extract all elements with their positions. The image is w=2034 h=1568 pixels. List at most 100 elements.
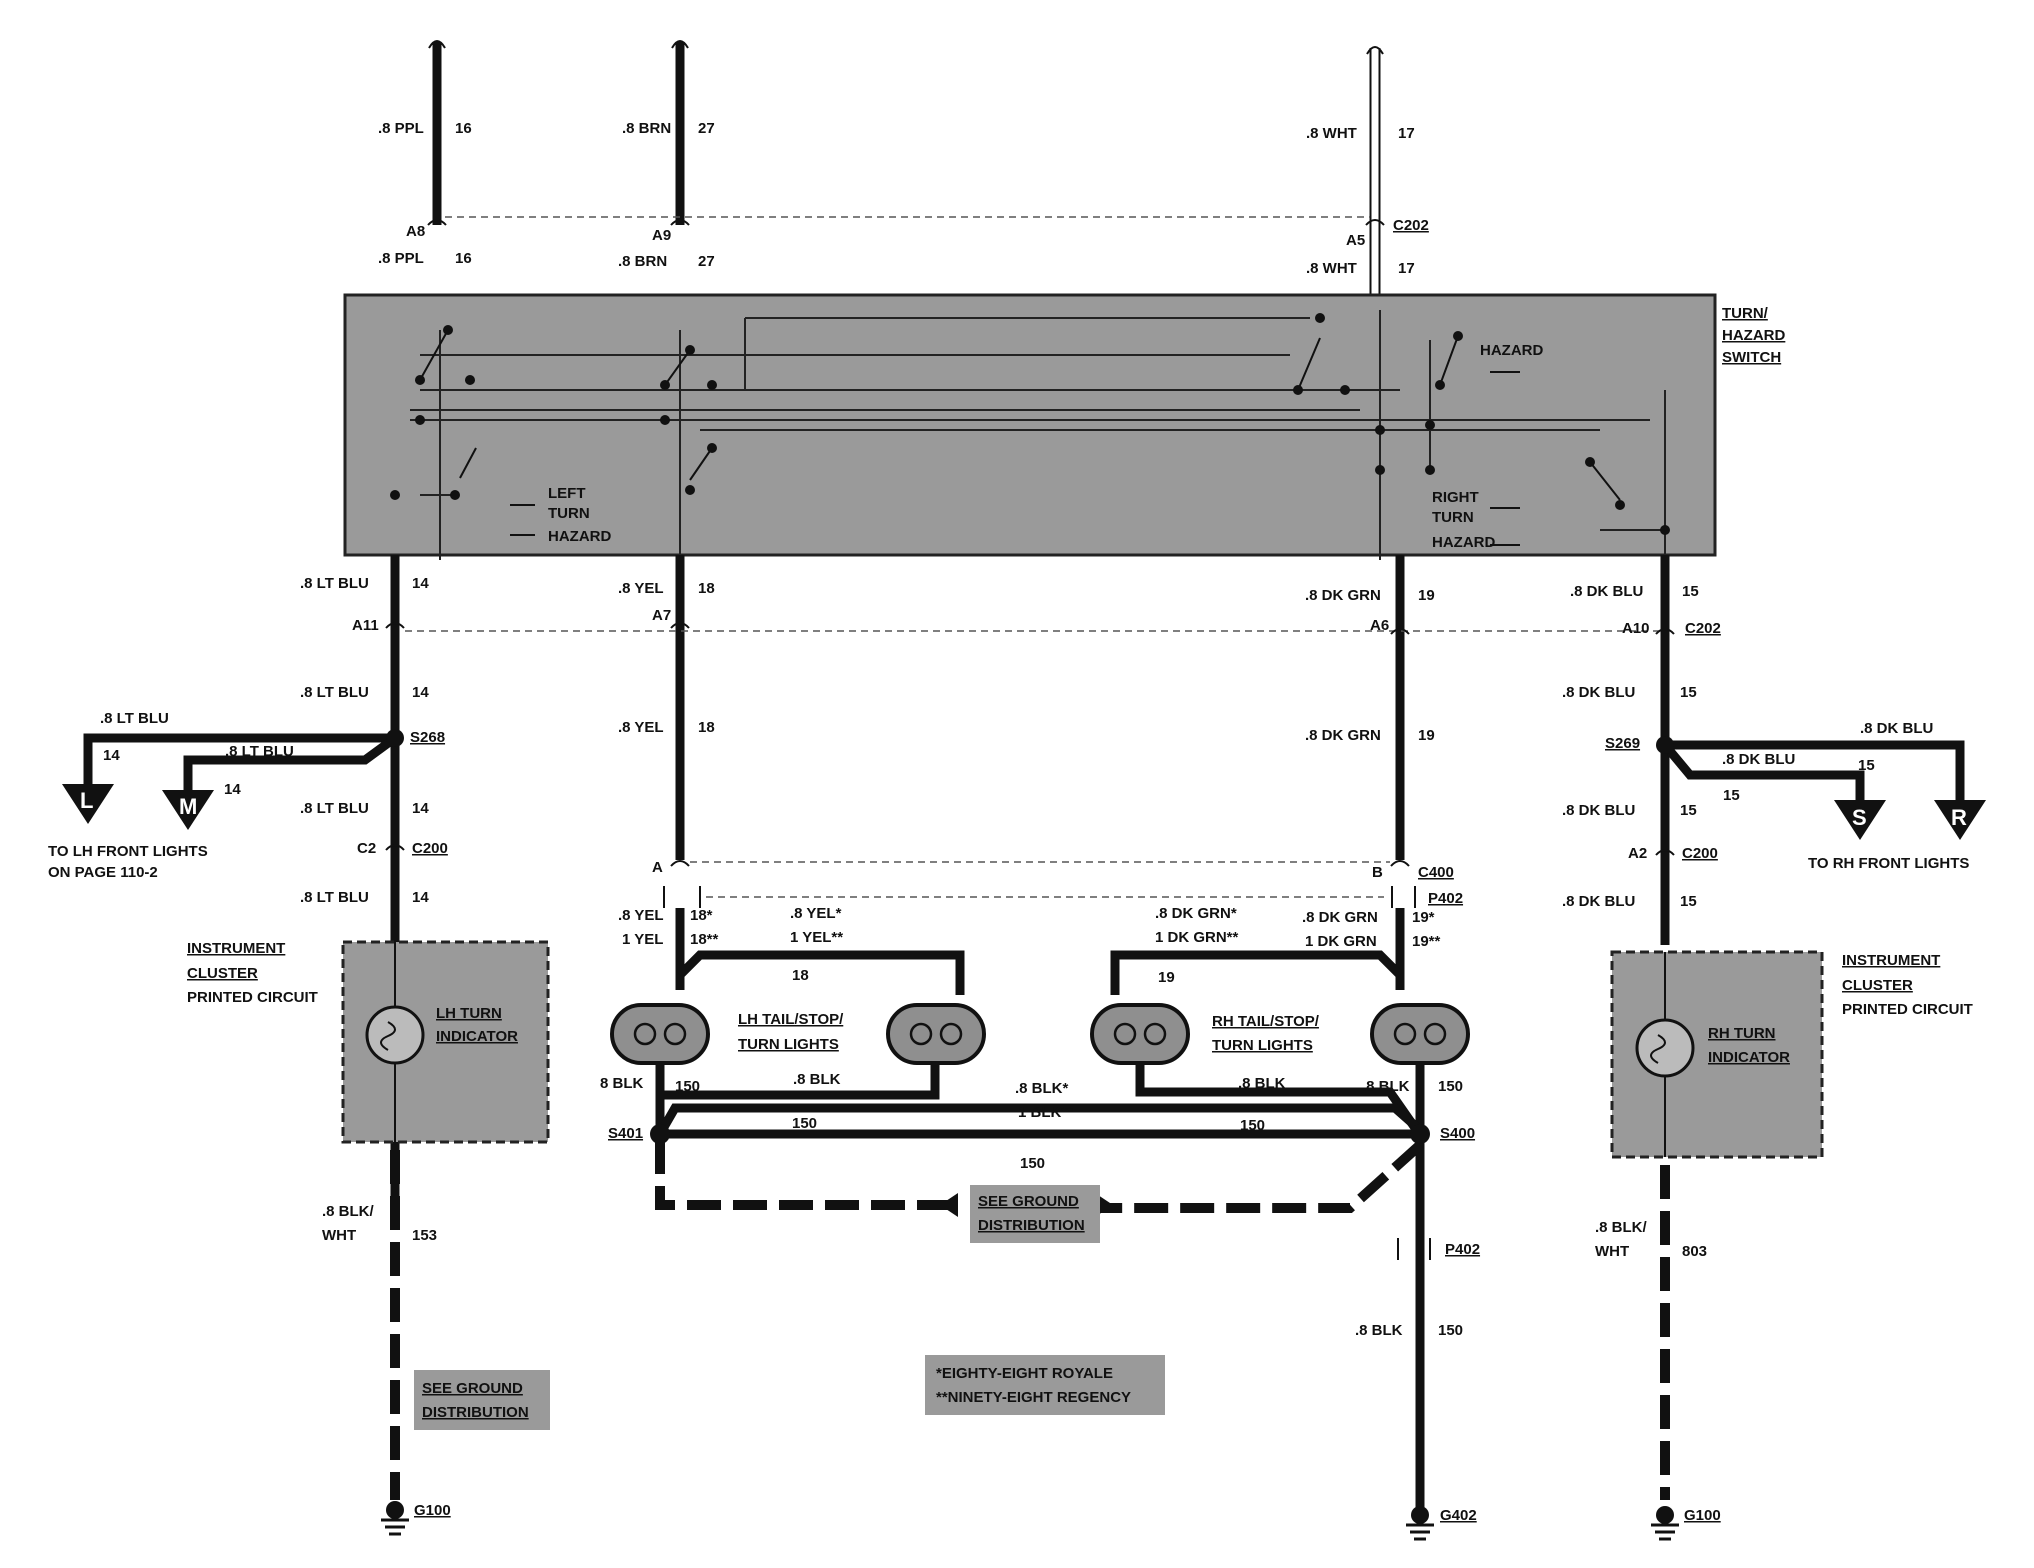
lh-ground-wire-label-1: .8 BLK/ xyxy=(322,1203,375,1220)
dkblu-c200-label: .8 DK BLU xyxy=(1562,802,1635,819)
s268-branch xyxy=(62,729,404,830)
c200-left-label: C200 xyxy=(412,840,448,857)
blk-mid-a: .8 BLK* xyxy=(1015,1080,1069,1097)
s400-label: S400 xyxy=(1440,1125,1475,1142)
ltblu-below-circuit: 14 xyxy=(412,684,429,701)
to-lh-front-lights: TO LH FRONT LIGHTS xyxy=(48,843,208,860)
connector-mark xyxy=(1397,1238,1431,1260)
connector-mark xyxy=(663,886,1416,908)
c150-b: 150 xyxy=(1240,1117,1265,1134)
pin-a6: A6 xyxy=(1370,617,1389,634)
splice-s401 xyxy=(650,1124,670,1144)
brn-input-circuit: 27 xyxy=(698,253,715,270)
connector-l-arrow xyxy=(62,784,114,824)
break-mark xyxy=(428,40,446,49)
s269-branch xyxy=(1656,736,1986,840)
c150-c: 150 xyxy=(1020,1155,1045,1172)
dkblu-below-circuit: 15 xyxy=(1680,684,1697,701)
ppl-input-circuit: 16 xyxy=(455,250,472,267)
out-s-circuit: 15 xyxy=(1723,787,1740,804)
blk-5-circuit: 150 xyxy=(1438,1322,1463,1339)
pin-a11: A11 xyxy=(352,617,379,634)
yel-lamp-b-circuit: 18** xyxy=(690,931,719,948)
dkgrn-out-label: .8 DK GRN xyxy=(1305,587,1381,604)
connector-mark xyxy=(385,622,1675,635)
yel-lamp-b: 1 YEL xyxy=(622,931,663,948)
c200-pin-c2: C2 xyxy=(357,840,376,857)
rh-turn-indicator-bulb xyxy=(1635,1018,1695,1078)
lh-instrument-cluster xyxy=(341,940,550,1144)
rh-indicator-label-1: RH TURN xyxy=(1708,1025,1776,1042)
yel-branch-a: .8 YEL* xyxy=(790,905,842,922)
center-see-ground-1: SEE GROUND xyxy=(978,1193,1079,1210)
rh-ground-wire-label-1: .8 BLK/ xyxy=(1595,1219,1648,1236)
grn-mid-circuit: 19 xyxy=(1418,727,1435,744)
switch-inner-turn-2: TURN xyxy=(1432,509,1474,526)
to-rh-front-lights: TO RH FRONT LIGHTS xyxy=(1808,855,1969,872)
wht-input-label: .8 WHT xyxy=(1306,260,1357,277)
wht-wire-label: .8 WHT xyxy=(1306,125,1357,142)
connector-mark xyxy=(1365,219,1385,226)
center-see-ground-box xyxy=(970,1185,1100,1243)
yel-lamp-a-circuit: 18* xyxy=(690,907,713,924)
pin-a10: A10 xyxy=(1622,620,1650,637)
g402-ground-icon xyxy=(1406,1506,1434,1541)
ltblu-cluster-circuit: 14 xyxy=(412,889,429,906)
connector-s-letter: S xyxy=(1852,805,1867,830)
connector-r-arrow xyxy=(1934,800,1986,840)
lh-lights-label-1: LH TAIL/STOP/ xyxy=(738,1011,844,1028)
blk-mid-b: 1 BLK** xyxy=(1018,1104,1073,1121)
grn-lamp-a: .8 DK GRN xyxy=(1302,909,1378,926)
blk-4-circuit: 150 xyxy=(1438,1078,1463,1095)
c200-right-label: C200 xyxy=(1682,845,1718,862)
switch-inner-hazard-2: HAZARD xyxy=(548,528,611,545)
lh-indicator-label-2: INDICATOR xyxy=(436,1028,518,1045)
c200-pin-a2: A2 xyxy=(1628,845,1647,862)
wht-wire-circuit: 17 xyxy=(1398,125,1415,142)
ltblu-c200-circuit: 14 xyxy=(412,800,429,817)
dkblu-cluster-circuit: 15 xyxy=(1680,893,1697,910)
connector-r-letter: R xyxy=(1951,805,1967,830)
pin-a5: A5 xyxy=(1346,232,1365,249)
out-r-circuit: 15 xyxy=(1858,757,1875,774)
c400-pin-a: A xyxy=(652,859,663,876)
rh-cluster-label-1: INSTRUMENT xyxy=(1842,952,1940,969)
break-mark xyxy=(1366,46,1384,55)
pin-a9: A9 xyxy=(652,227,671,244)
brn-wire-label: .8 BRN xyxy=(622,120,671,137)
switch-inner-hazard-3: HAZARD xyxy=(1432,534,1495,551)
dkblu-cluster-label: .8 DK BLU xyxy=(1562,893,1635,910)
connector-mark xyxy=(427,219,447,226)
lh-see-ground-box xyxy=(414,1370,550,1430)
rh-ground-wire-label-2: WHT xyxy=(1595,1243,1629,1260)
g100-right-label: G100 xyxy=(1684,1507,1721,1524)
pin-a8: A8 xyxy=(406,223,425,240)
yel-branch-circuit: 18 xyxy=(792,967,809,984)
s268-label: S268 xyxy=(410,729,445,746)
switch-inner-hazard: HAZARD xyxy=(1480,342,1543,359)
out-m-circuit: 14 xyxy=(224,781,241,798)
rh-ground-circuit: 803 xyxy=(1682,1243,1707,1260)
notes-box xyxy=(925,1355,1165,1415)
yel-mid-label: .8 YEL xyxy=(618,719,664,736)
s401-label: S401 xyxy=(608,1125,643,1142)
connector-m-arrow xyxy=(162,790,214,830)
out-l-circuit: 14 xyxy=(103,747,120,764)
grn-lamp-b-circuit: 19** xyxy=(1412,933,1441,950)
blk-1-label: 8 BLK xyxy=(600,1075,644,1092)
pin-a7: A7 xyxy=(652,607,671,624)
blk-2-label: .8 BLK xyxy=(793,1071,841,1088)
connector-mark xyxy=(670,219,690,226)
switch-title-line1: TURN/ xyxy=(1722,305,1769,322)
switch-title-line2: HAZARD xyxy=(1722,327,1785,344)
splice-s400 xyxy=(1410,1124,1430,1144)
g100-right-ground-icon xyxy=(1651,1506,1679,1541)
lh-see-ground-1: SEE GROUND xyxy=(422,1380,523,1397)
ltblu-out-label: .8 LT BLU xyxy=(300,575,369,592)
g100-left-label: G100 xyxy=(414,1502,451,1519)
blk-1-circuit: 150 xyxy=(675,1078,700,1095)
grn-branch-circuit: 19 xyxy=(1158,969,1175,986)
lh-cluster-label-2: CLUSTER xyxy=(187,965,258,982)
ppl-wire-label: .8 PPL xyxy=(378,120,424,137)
